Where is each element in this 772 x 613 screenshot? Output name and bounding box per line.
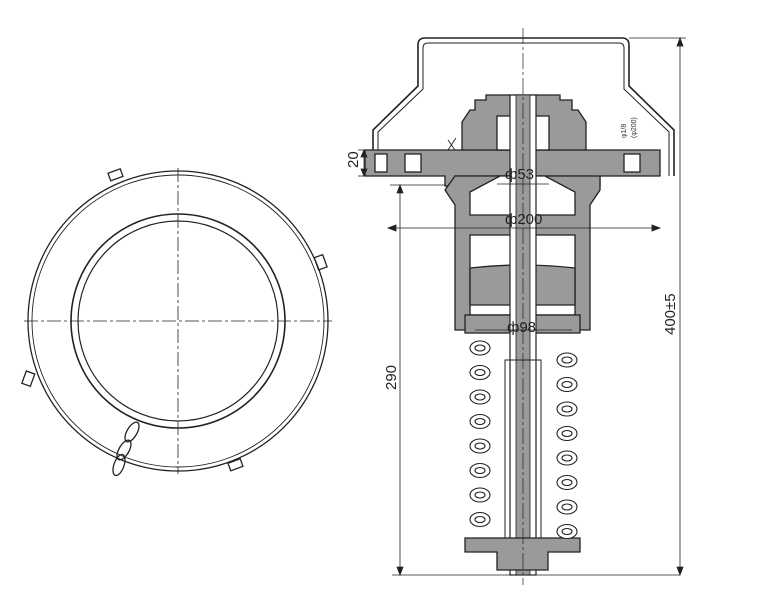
dim-stem-diameter: ф53 (505, 166, 534, 183)
spring-coil-inner (474, 344, 486, 352)
dim-arrows (676, 36, 684, 577)
spring-coil-inner (561, 405, 573, 413)
compression-spring (469, 340, 578, 540)
spring-coil-inner (561, 478, 573, 487)
dim-spring-height: 290 (383, 365, 400, 390)
flange-bolt-hole (404, 153, 422, 173)
spring-coil-inner (474, 368, 486, 377)
spring-seat-bottom (464, 537, 581, 571)
flange-bolt-hole (374, 153, 388, 173)
dim-overall-height: 400±5 (662, 293, 679, 335)
dim-arrows (396, 183, 404, 577)
dim-arrows (386, 224, 662, 232)
dim-flange-thickness: 20 (345, 151, 362, 168)
spring-coil-inner (474, 491, 486, 499)
spring-coil-inner (561, 380, 573, 389)
plan-view (21, 168, 332, 477)
bolt-tab (313, 253, 328, 271)
bolt-tab (107, 168, 124, 182)
dome-cap-outer (372, 37, 675, 176)
spring-coil-inner (474, 417, 486, 426)
lifting-ring-link (124, 421, 140, 443)
bolt-tab (227, 458, 244, 472)
lifting-ring-link (116, 439, 132, 461)
section-view (364, 28, 675, 585)
spring-coil-inner (561, 503, 573, 511)
dim-seat-diameter: ф98 (507, 319, 536, 336)
spring-coil-inner (561, 527, 573, 536)
spring-coil-inner (474, 442, 486, 450)
spring-coil-inner (561, 356, 573, 364)
spring-coil-inner (474, 466, 486, 475)
spring-coil-inner (561, 454, 573, 462)
dome-cap-inner (377, 42, 670, 176)
gasket-mark (447, 137, 457, 151)
lifting-ring-link (112, 453, 126, 477)
flange-bolt-hole (623, 153, 641, 173)
spring-coil-inner (561, 429, 573, 438)
note-small-label-1: φ1/8 (621, 124, 628, 138)
dim-flange-diameter: ф200 (505, 211, 542, 228)
spring-coil-inner (474, 393, 486, 401)
dim-arrows (360, 148, 368, 178)
note-small-label-2: (φ200) (631, 117, 638, 138)
dimension-lines (358, 36, 686, 577)
bolt-tab (21, 370, 36, 388)
spring-coil-inner (474, 515, 486, 524)
